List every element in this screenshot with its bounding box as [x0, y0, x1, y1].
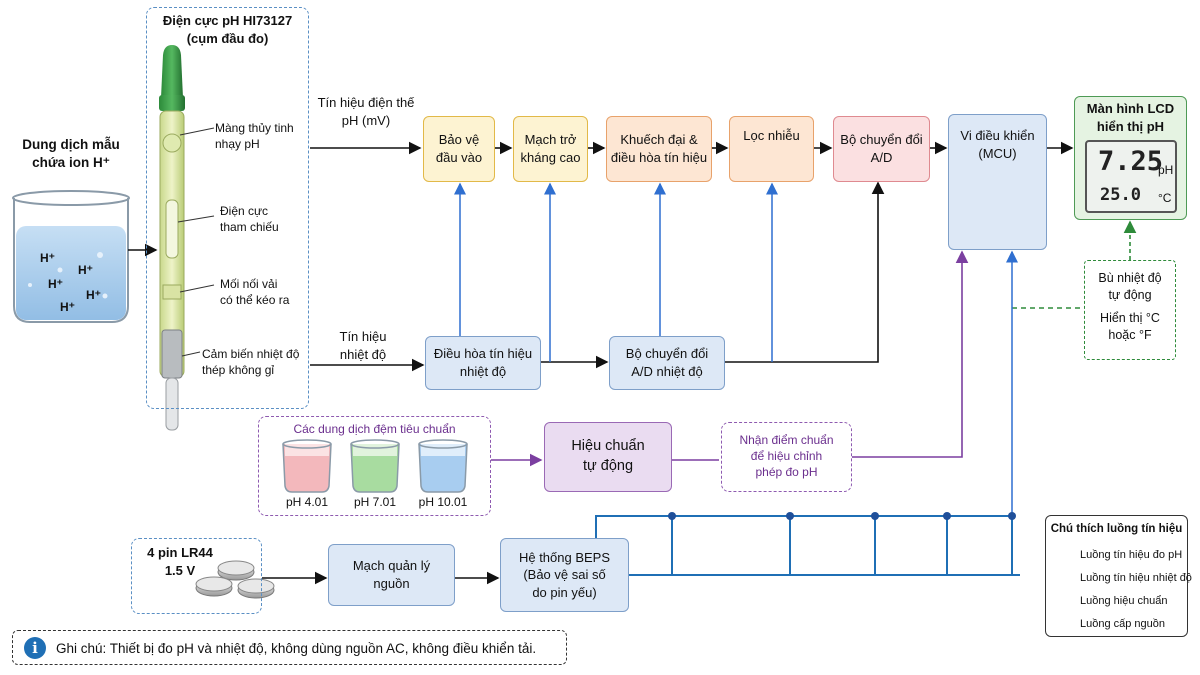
lcd-temp-unit: °C	[1158, 191, 1172, 205]
atc-block	[1084, 260, 1176, 360]
noise-filter-block[interactable]: Lọc nhiễu	[729, 116, 814, 182]
legend	[1045, 515, 1188, 637]
lcd-screen	[1085, 140, 1177, 213]
buffer-beaker-green-icon	[350, 439, 400, 493]
ion-label: H⁺	[60, 300, 75, 314]
buffer-beaker-blue-icon	[418, 439, 468, 493]
ion-label: H⁺	[48, 277, 63, 291]
legend-item-ph: Luồng tín hiệu đo pH	[1080, 549, 1183, 561]
ph-probe-icon	[159, 45, 185, 431]
ion-label: H⁺	[40, 251, 55, 265]
legend-item-temp: Luồng tín hiệu nhiệt độ	[1080, 572, 1192, 584]
buffers-title: Các dung dịch đệm tiêu chuẩn	[293, 422, 456, 436]
calibration-points-block	[721, 422, 852, 492]
info-icon: i	[24, 637, 46, 659]
amplifier-block[interactable]: Khuếch đại &điều hòa tín hiệu	[606, 116, 712, 182]
ion-label: H⁺	[86, 288, 101, 302]
ion-label: H⁺	[78, 263, 93, 277]
legend-item-power: Luồng cấp nguồn	[1080, 618, 1166, 630]
buffer-beaker-red-icon	[282, 439, 332, 493]
note-box	[12, 630, 567, 665]
buffer-solutions-group	[258, 416, 491, 516]
electrode-title: Điện cực pH HI73127(cụm đầu đo)	[162, 13, 293, 46]
buffer-label-ph10: pH 10.01	[418, 495, 468, 509]
lcd-ph-unit: pH	[1158, 163, 1174, 177]
lcd-ph-value: 7.25	[1098, 146, 1164, 177]
lcd-temp-value: 25.0	[1100, 185, 1141, 205]
note-text: Ghi chú: Thiết bị đo pH và nhiệt độ, khô…	[56, 641, 537, 656]
coin-battery-icon	[195, 560, 275, 599]
electrode-group	[146, 7, 309, 409]
buffer-label-ph7: pH 7.01	[353, 495, 397, 509]
buffer-label-ph4: pH 4.01	[285, 495, 329, 509]
legend-item-cal: Luồng hiệu chuẩn	[1080, 595, 1168, 607]
mcu-block[interactable]: Vi điều khiển(MCU)	[948, 114, 1047, 250]
legend-title: Chú thích luồng tín hiệu	[1050, 523, 1183, 535]
battery-group	[131, 538, 262, 614]
sample-beaker-icon	[12, 190, 130, 323]
